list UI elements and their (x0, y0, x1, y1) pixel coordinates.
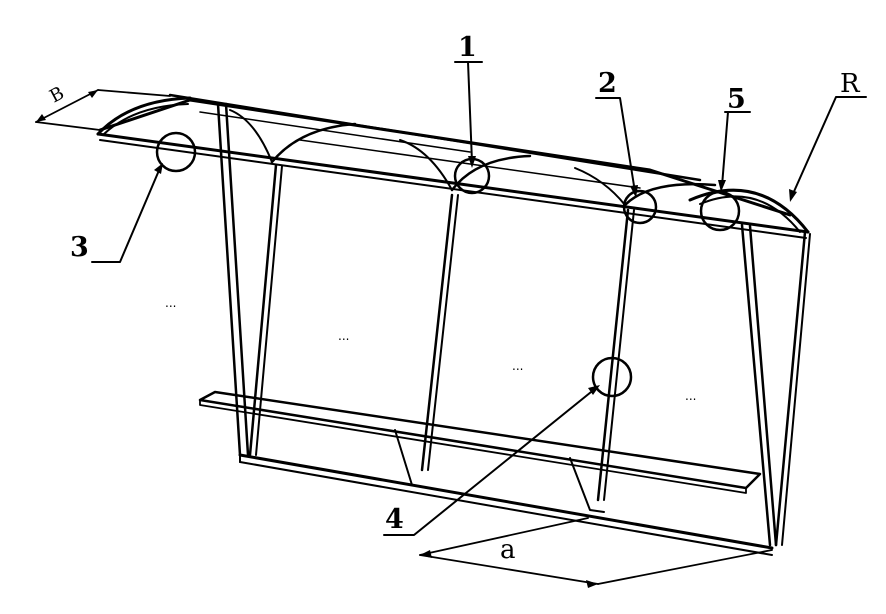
callout-5: 5 (727, 84, 746, 115)
roof-canopy (96, 93, 810, 239)
base-frame (238, 453, 774, 556)
detail-circle-4 (591, 356, 633, 398)
panel-mark-1: ... (165, 296, 176, 310)
dimension-a (419, 517, 773, 588)
leader-lines (91, 61, 867, 536)
callout-2: 2 (598, 68, 617, 99)
callout-3: 3 (70, 232, 89, 263)
detail-circle-5 (699, 190, 741, 232)
width-dimension-label: B (46, 83, 68, 108)
span-dimension-label: a (500, 535, 516, 565)
bench (198, 390, 762, 513)
dimension-b (35, 89, 171, 131)
panel-mark-2: ... (338, 329, 349, 343)
radius-label: R (840, 69, 861, 99)
detail-circle-3 (155, 131, 197, 173)
detail-circle-2 (622, 189, 658, 225)
callout-1: 1 (458, 32, 477, 63)
panel-mark-4: ... (685, 389, 696, 403)
panel-mark-3: ... (512, 359, 523, 373)
callout-4: 4 (385, 504, 404, 535)
